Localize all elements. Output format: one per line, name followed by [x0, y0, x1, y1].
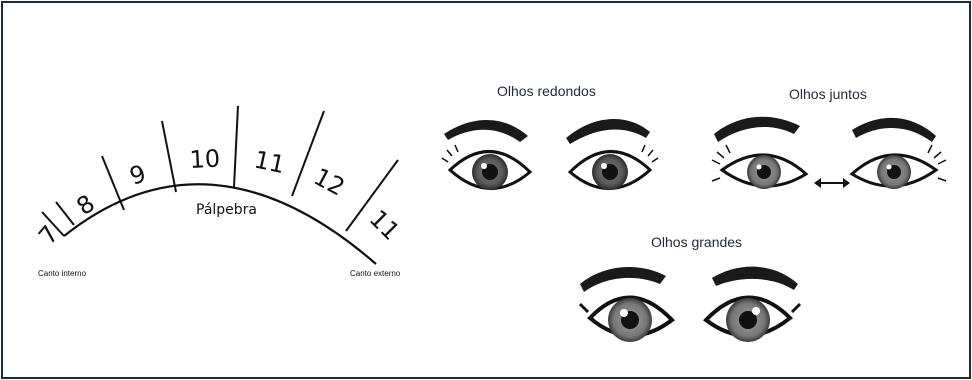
divider-line — [234, 106, 238, 187]
eye-icon — [712, 145, 806, 189]
close-set-eyes-illustration — [712, 117, 946, 189]
segment-label-11a: 11 — [252, 145, 288, 179]
double-arrow-icon — [814, 178, 850, 188]
close-set-eyes-caption: Olhos juntos — [789, 86, 867, 102]
eyebrow-icon — [712, 267, 798, 290]
eyebrow-icon — [566, 119, 650, 144]
eye-icon — [442, 145, 530, 190]
eyelid-label: Pálpebra — [196, 202, 257, 218]
eye-icon — [580, 297, 672, 342]
big-eyes-caption: Olhos grandes — [651, 234, 742, 250]
segment-label-8: 8 — [71, 189, 100, 221]
eyebrow-icon — [580, 267, 666, 292]
round-eyes-caption: Olhos redondos — [497, 83, 596, 99]
segment-label-7: 7 — [33, 220, 64, 250]
inner-corner-label: Canto interno — [38, 269, 87, 278]
eyebrow-icon — [444, 120, 528, 142]
outer-corner-label: Canto externo — [350, 269, 401, 278]
eye-icon — [852, 145, 946, 189]
big-eyes-illustration — [580, 267, 800, 342]
divider-line — [56, 202, 74, 225]
eyelid-segment-diagram: 7 8 9 10 11 12 11 Pálpebra Canto interno… — [33, 106, 405, 278]
segment-label-12: 12 — [309, 163, 349, 202]
eye-icon — [570, 145, 658, 190]
divider-line — [162, 121, 176, 192]
segment-label-10: 10 — [189, 144, 221, 174]
eyebrow-icon — [714, 117, 800, 142]
round-eyes-illustration — [442, 119, 658, 190]
eye-icon — [706, 297, 800, 342]
divider-line — [102, 156, 124, 210]
segment-label-9: 9 — [126, 159, 149, 190]
segment-label-11b: 11 — [364, 204, 405, 245]
eyebrow-icon — [852, 118, 936, 142]
